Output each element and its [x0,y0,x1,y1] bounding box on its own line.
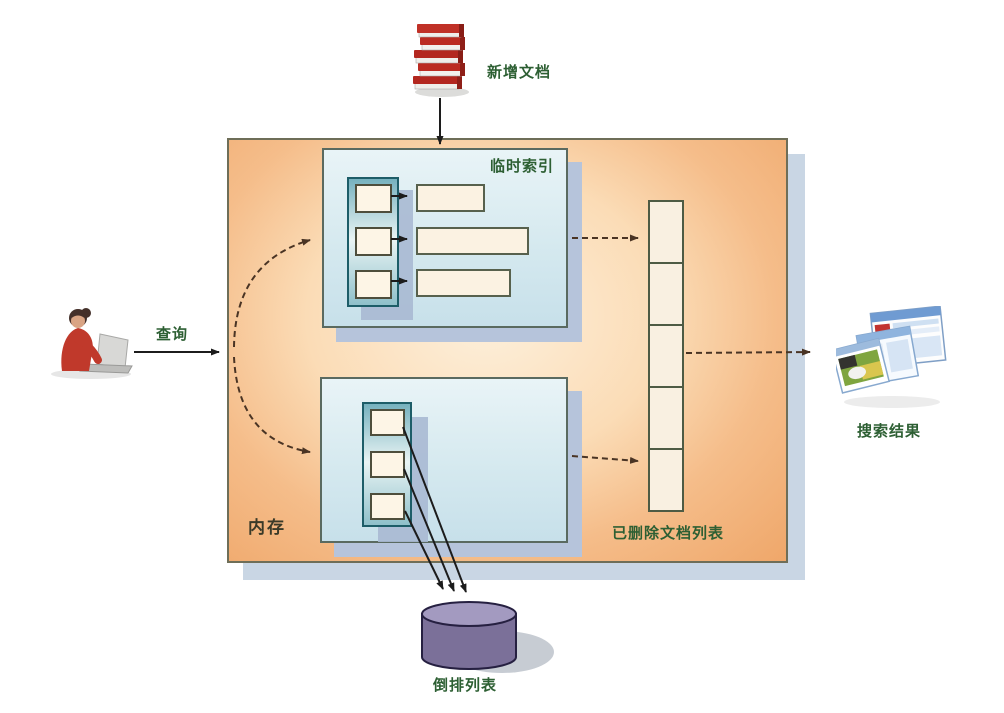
main-term-container [362,402,412,527]
search-results-label: 搜索结果 [857,423,922,440]
temp-index-title: 临时索引 [489,158,554,175]
posting-bar [416,269,511,297]
term-slot [354,184,392,213]
deleted-doc-cell [650,262,682,324]
main-index-box [320,377,568,543]
posting-bar [416,227,529,255]
query-label: 查询 [156,326,189,343]
term-slot [369,493,405,520]
database-cylinder-icon [421,613,517,670]
inverted-list-label: 倒排列表 [433,677,498,694]
webpages-stack-icon [836,306,947,408]
posting-bars [324,150,566,326]
temp-index-box: 临时索引 [322,148,568,328]
term-slot [369,451,405,478]
deleted-doc-cell [650,324,682,386]
document-stack-icon [413,24,469,97]
term-container [347,177,399,307]
deleted-docs-column [648,200,684,512]
deleted-docs-label: 已删除文档列表 [612,525,725,542]
term-slot [354,270,392,299]
person-with-laptop-icon [51,308,133,379]
term-slot [369,409,405,436]
deleted-doc-cell [650,386,682,448]
term-slot [354,227,392,256]
new-docs-label: 新增文档 [487,64,552,81]
cylinder-shadow [450,631,554,673]
cylinder-top [421,601,517,627]
deleted-doc-cell [650,448,682,510]
deleted-doc-cell [650,202,682,262]
posting-bar [416,184,485,212]
memory-label: 内存 [248,518,286,537]
